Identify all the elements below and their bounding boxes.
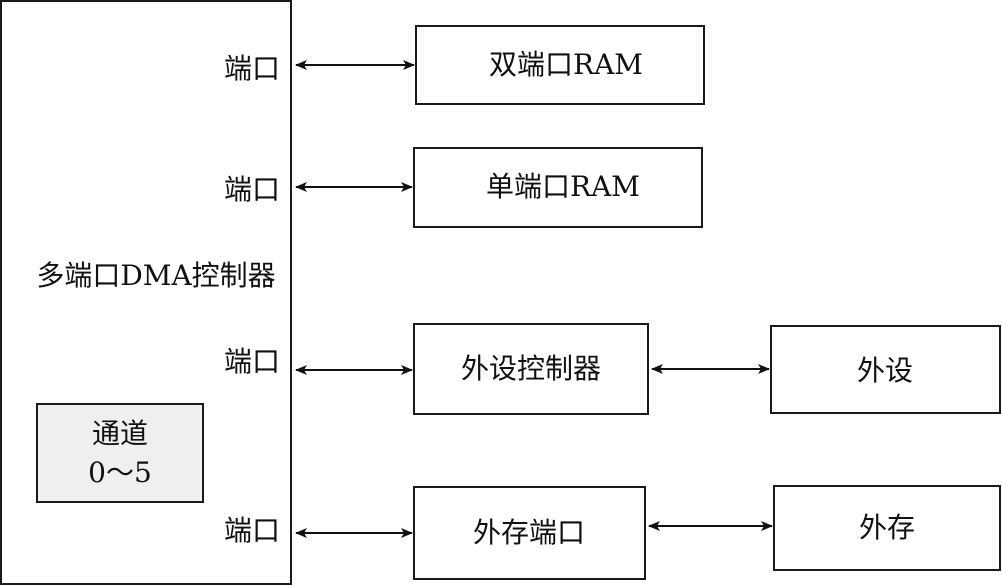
dma-controller-label: 多端口DMA控制器 <box>36 259 275 292</box>
peripheral-box <box>770 325 1001 414</box>
port-label-4: 端口 <box>224 514 280 547</box>
single-port-ram-label: 单端口RAM <box>486 170 640 203</box>
channel-label-line1: 通道 <box>92 417 148 450</box>
external-storage-port-box <box>413 486 646 580</box>
peripheral-controller-box <box>413 323 649 415</box>
channel-label-line2: 0～5 <box>88 456 152 489</box>
external-storage-port-label: 外存端口 <box>473 516 585 549</box>
port-label-3: 端口 <box>224 345 280 378</box>
single-port-ram-box <box>413 147 703 228</box>
external-storage-box <box>773 485 1001 571</box>
dual-port-ram-box <box>415 25 705 105</box>
peripheral-controller-label: 外设控制器 <box>461 352 601 385</box>
dual-port-ram-label: 双端口RAM <box>489 48 643 81</box>
port-label-2: 端口 <box>224 173 280 206</box>
port-label-1: 端口 <box>224 52 280 85</box>
channel-box <box>36 403 204 503</box>
peripheral-label: 外设 <box>857 354 913 387</box>
external-storage-label: 外存 <box>859 511 915 544</box>
